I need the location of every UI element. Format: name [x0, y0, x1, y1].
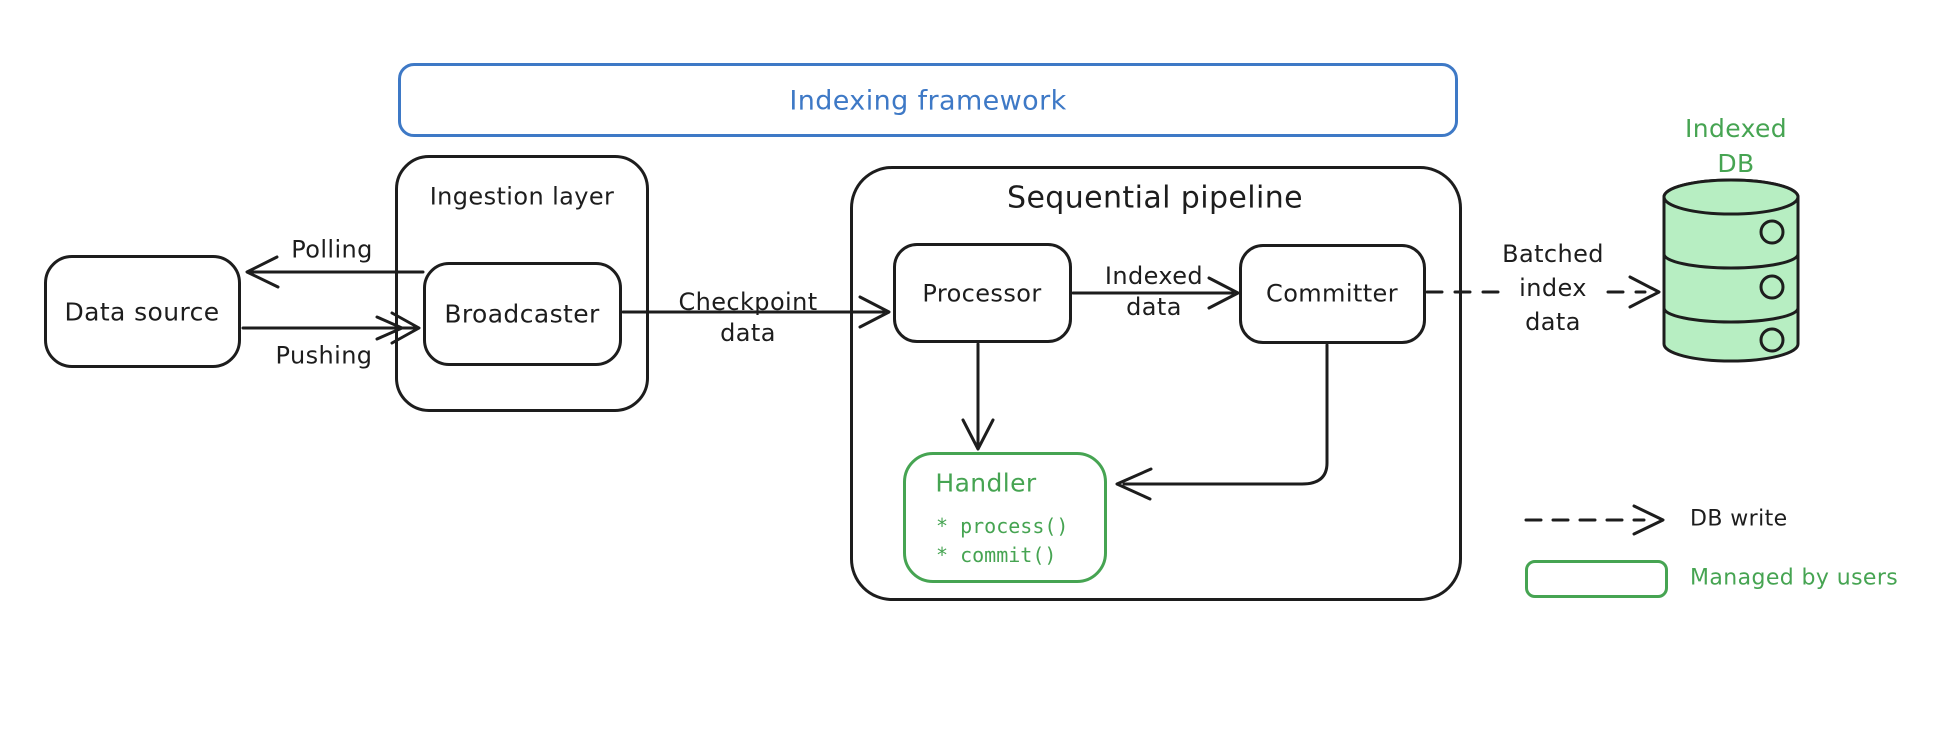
indexing-framework-box [398, 63, 1458, 137]
sequential-pipeline-box [850, 166, 1462, 601]
committer-label: Committer [1266, 279, 1398, 308]
batched-index-arrow [1425, 275, 1661, 309]
legend-db-write-arrow [1524, 504, 1665, 536]
handler-title: Handler [935, 468, 1037, 498]
checkpoint-data-edge-label: Checkpoint data [678, 288, 818, 347]
processor-to-handler-arrow [961, 342, 995, 451]
polling-arrow [245, 255, 425, 289]
sequential-pipeline-title: Sequential pipeline [1007, 180, 1303, 216]
batched-index-data-edge-label: Batched index data [1502, 240, 1604, 336]
broadcaster-label: Broadcaster [444, 299, 600, 329]
indexed-data-arrow [1071, 276, 1240, 310]
pushing-arrow [241, 311, 421, 345]
database-icon [1662, 178, 1800, 363]
processor-box [893, 243, 1072, 343]
indexing-framework-title: Indexing framework [789, 85, 1067, 117]
processor-label: Processor [922, 279, 1042, 308]
committer-to-handler-arrow [1115, 343, 1329, 501]
polling-edge-label: Polling [291, 235, 373, 264]
indexed-data-edge-label: Indexed data [1104, 262, 1204, 321]
legend-managed-label: Managed by users [1690, 565, 1899, 591]
data-source-box [44, 255, 241, 368]
pushing-edge-label: Pushing [275, 341, 373, 370]
legend-managed-box [1525, 560, 1668, 598]
handler-method-commit: * commit() [936, 543, 1057, 567]
handler-box [903, 452, 1107, 583]
ingestion-layer-title: Ingestion layer [429, 182, 615, 211]
handler-method-process: * process() [936, 514, 1069, 538]
data-source-label: Data source [64, 297, 220, 327]
checkpoint-data-arrow [621, 295, 891, 329]
committer-box [1239, 244, 1426, 344]
legend-db-write-label: DB write [1690, 506, 1788, 532]
broadcaster-box [423, 262, 622, 366]
ingestion-layer-box [395, 155, 649, 412]
indexed-db-label: Indexed DB [1684, 114, 1788, 178]
